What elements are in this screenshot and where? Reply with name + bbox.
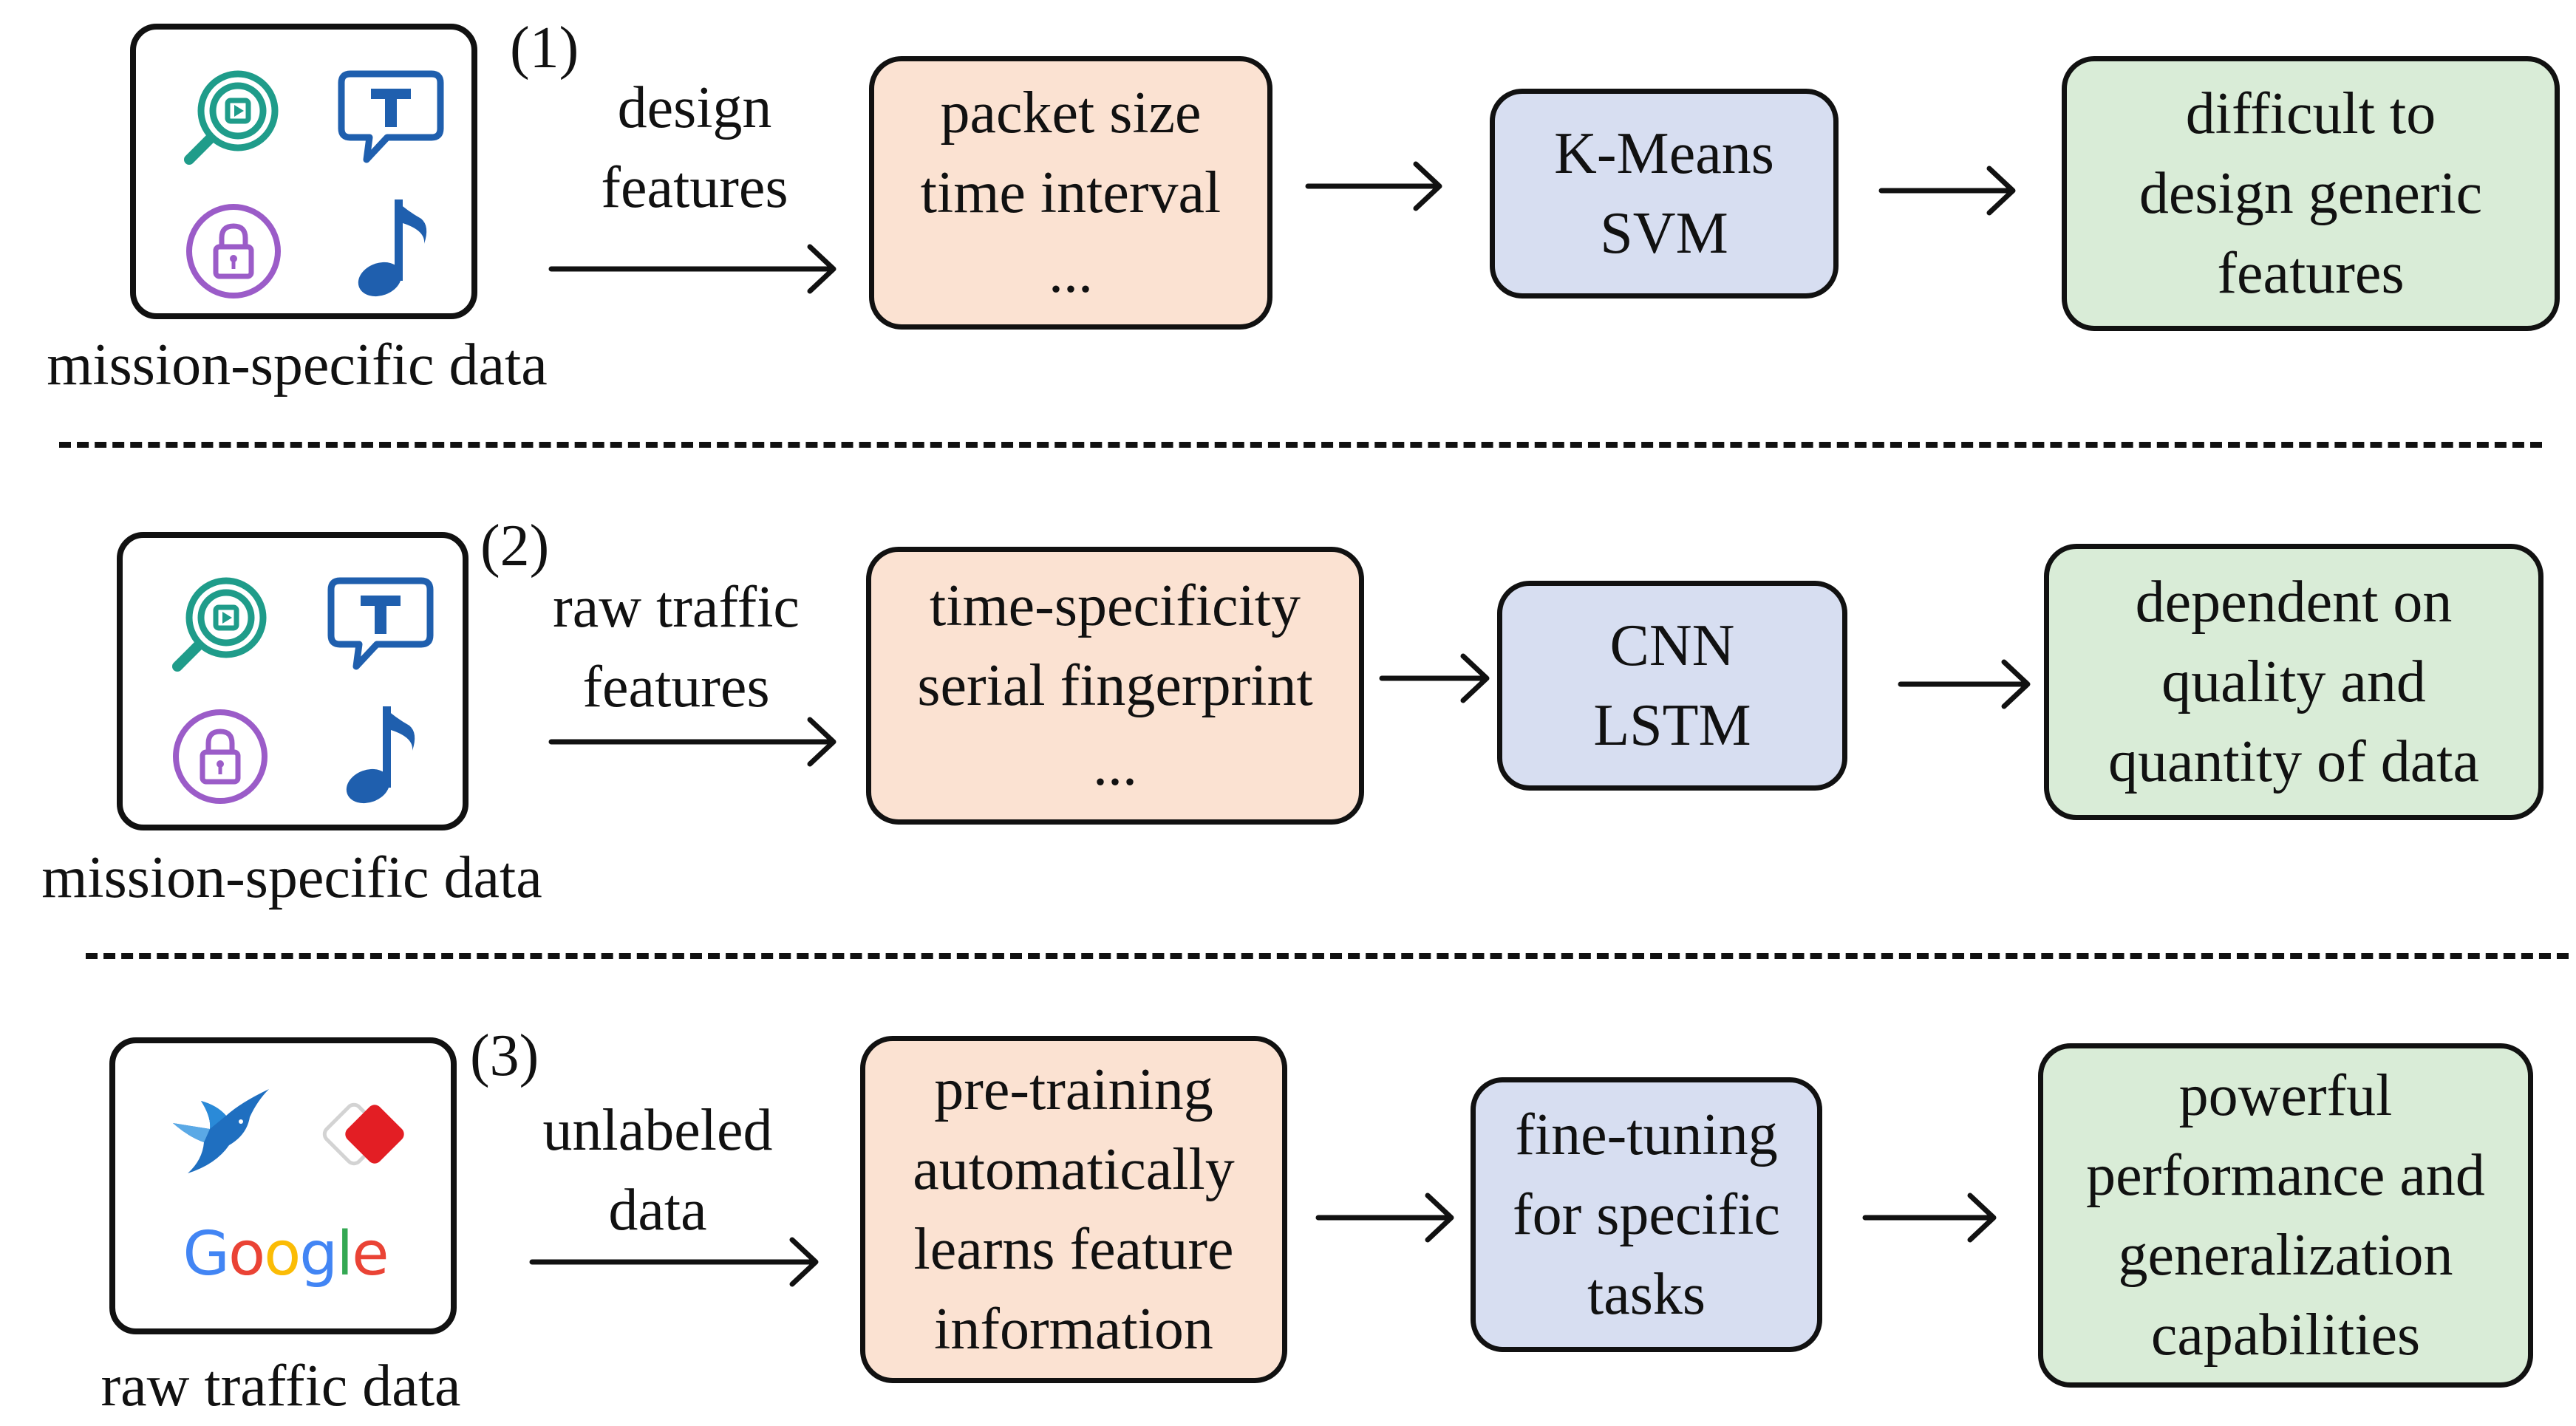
lock-icon [186,204,281,298]
row1-source-panel [130,24,477,319]
row3-result-box: powerful performance and generalization … [2038,1043,2533,1388]
model-line: LSTM [1593,693,1751,758]
music-note-icon [346,706,415,804]
result-line: dependent on [2135,570,2453,635]
feature-line: learns feature [913,1217,1234,1282]
row-divider [59,442,2542,448]
result-line: features [2217,241,2405,306]
arrow-label-line: unlabeled [542,1098,773,1163]
row3-arrow-label: unlabeled data [510,1091,805,1250]
music-note-icon [358,199,427,297]
feature-line: serial fingerprint [917,653,1313,718]
row3-features-box: pre-training automatically learns featur… [860,1036,1287,1383]
result-line: quantity of data [2108,729,2480,794]
row3-models-box: fine-tuning for specific tasks [1471,1077,1822,1352]
arrow [1862,1193,1997,1243]
feature-line: ... [1049,240,1093,305]
feature-line: information [934,1297,1213,1362]
result-line: difficult to [2185,81,2436,146]
row2-features-box: time-specificity serial fingerprint ... [866,547,1364,825]
result-line: capabilities [2150,1303,2421,1368]
feature-line: pre-training [934,1057,1213,1122]
feature-line: automatically [913,1137,1235,1202]
arrow [1379,653,1490,703]
red-diamond-logo-icon [322,1102,404,1166]
row3-source-label: raw traffic data [100,1354,461,1419]
arrow [548,244,836,294]
google-logo: Google [174,1218,396,1292]
arrow-label-line: design [617,75,772,140]
row1-models-box: K-Means SVM [1490,89,1839,298]
arrow-label-line: data [608,1178,707,1243]
row-divider [86,953,2569,959]
row2-models-box: CNN LSTM [1497,581,1847,791]
row1-source-label: mission-specific data [47,332,548,398]
arrow-label-line: features [582,655,770,720]
model-line: CNN [1609,613,1735,678]
row3-number: (3) [470,1023,539,1088]
row2-source-panel [117,532,468,830]
arrow [529,1237,819,1287]
row1-number: (1) [510,16,579,81]
arrow [548,717,836,767]
arrow [1878,166,2016,216]
arrow [1898,659,2031,709]
row2-result-box: dependent on quality and quantity of dat… [2044,544,2543,820]
result-line: design generic [2139,161,2483,226]
row2-number: (2) [480,514,550,579]
bird-logo-icon [173,1089,269,1173]
arrow [1305,161,1442,211]
model-line: fine-tuning [1515,1102,1778,1167]
row3-source-panel: Google [109,1037,457,1334]
lock-icon [173,709,268,804]
row2-arrow-label: raw traffic features [517,567,835,727]
search-video-icon [184,70,279,165]
result-line: performance and [2086,1143,2485,1208]
row1-features-box: packet size time interval ... [869,56,1272,330]
search-video-icon [172,577,267,672]
arrow-label-line: features [601,155,788,220]
arrow-label-line: raw traffic [553,575,800,640]
feature-line: time interval [920,160,1221,225]
row2-source-label: mission-specific data [41,845,542,910]
result-line: quality and [2161,649,2426,714]
row1-result-box: difficult to design generic features [2062,56,2560,331]
chat-t-icon [338,70,444,163]
model-line: SVM [1600,201,1728,266]
feature-line: ... [1093,733,1137,798]
row1-arrow-label: design features [547,68,842,228]
google-logo-text: Google [183,1219,389,1289]
feature-line: packet size [940,81,1202,146]
feature-line: time-specificity [929,573,1301,638]
result-line: generalization [2118,1223,2453,1288]
arrow [1315,1193,1454,1243]
result-line: powerful [2178,1063,2393,1128]
model-line: tasks [1587,1262,1706,1327]
model-line: for specific [1512,1182,1781,1247]
chat-t-icon [327,577,434,670]
model-line: K-Means [1554,121,1774,186]
